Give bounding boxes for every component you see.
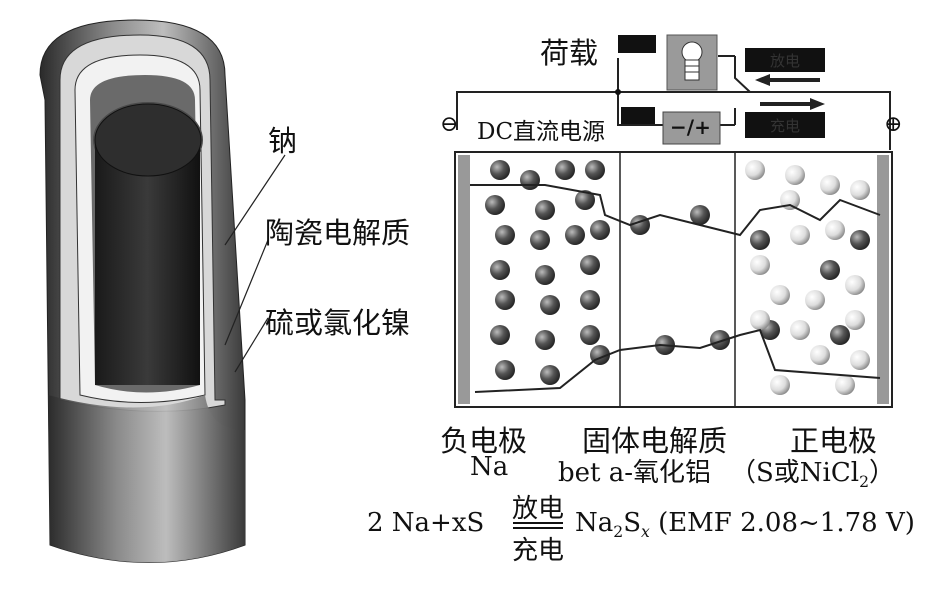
sodium-ion-particle [495, 225, 515, 245]
charge-arrow-icon [760, 98, 825, 110]
positive-material-end: ） [869, 458, 896, 488]
sodium-ion-particle [535, 330, 555, 350]
sodium-ion-particle [710, 330, 730, 350]
discharge-box-label: 放电 [770, 52, 801, 70]
cathode-particle [785, 165, 805, 185]
cathode-particle [770, 375, 790, 395]
section-material-negative: Na [470, 452, 509, 482]
sodium-ion-particle [540, 295, 560, 315]
eq-s: S [623, 508, 641, 538]
section-title-negative: 负电极 [440, 424, 528, 458]
discharge-box [745, 48, 825, 72]
cathode-particle [845, 310, 865, 330]
sodium-ion-particle [520, 170, 540, 190]
cathode-particle [810, 345, 830, 365]
sodium-ion-particle [535, 265, 555, 285]
sodium-ion-particle [490, 325, 510, 345]
sodium-ion-particle [535, 200, 555, 220]
sodium-ion-particle [830, 325, 850, 345]
plus-terminal-icon: ⊕ [884, 112, 903, 137]
label-ceramic-electrolyte: 陶瓷电解质 [265, 216, 411, 250]
section-title-positive: 正电极 [790, 424, 878, 458]
charge-box [745, 112, 825, 138]
cathode-particle [745, 160, 765, 180]
sodium-ion-particle [580, 325, 600, 345]
cathode-particle [750, 255, 770, 275]
sodium-ion-particle [565, 225, 585, 245]
eq-emf: (EMF 2.08~1.78 V) [658, 508, 915, 538]
sodium-ion-particle [580, 255, 600, 275]
sodium-ion-particle [490, 260, 510, 280]
equation-left: 2 Na+xS [367, 508, 485, 538]
label-sulfur-or-nickel-chloride: 硫或氯化镍 [265, 306, 411, 340]
cathode-particle [750, 310, 770, 330]
ion-particles [485, 160, 870, 395]
sodium-ion-particle [750, 230, 770, 250]
source-terminal [621, 107, 655, 124]
positive-material-text: （S或NiCl [730, 458, 860, 488]
battery-cylinder [39, 19, 246, 563]
sodium-ion-particle [555, 160, 575, 180]
sodium-ion-particle [575, 190, 595, 210]
charge-switch-box [662, 111, 721, 145]
label-sodium: 钠 [268, 124, 298, 158]
equation-equilibrium-sign [513, 522, 563, 529]
sodium-ion-particle [850, 230, 870, 250]
sodium-ion-particle [485, 195, 505, 215]
cathode-particle [805, 290, 825, 310]
cathode-particle [835, 375, 855, 395]
sodium-ion-particle [530, 230, 550, 250]
eq-sub-2: 2 [613, 523, 624, 542]
sodium-ion-particle [690, 205, 710, 225]
section-title-electrolyte: 固体电解质 [582, 424, 728, 458]
sodium-ion-particle [540, 365, 560, 385]
switch-symbol: −/+ [670, 115, 711, 139]
eq-na: Na [575, 508, 614, 538]
ion-paths [470, 184, 881, 393]
cathode-particle [770, 285, 790, 305]
equation-under: 充电 [512, 536, 565, 566]
sodium-ion-particle [495, 290, 515, 310]
sodium-ion-particle [590, 220, 610, 240]
circuit [456, 55, 891, 150]
eq-sub-x: x [641, 523, 650, 542]
sodium-ion-particle [585, 160, 605, 180]
label-load: 荷载 [540, 36, 599, 70]
pointer-lines [224, 154, 286, 373]
section-material-positive: （S或NiCl2） [730, 452, 895, 491]
sodium-ion-particle [580, 290, 600, 310]
cathode-particle [825, 220, 845, 240]
minus-terminal-icon: ⊖ [440, 112, 459, 137]
sodium-ion-particle [495, 360, 515, 380]
cathode-particle [850, 180, 870, 200]
label-dc-source: DC直流电源 [477, 119, 606, 145]
load-terminal [618, 35, 656, 53]
cathode-particle [850, 350, 870, 370]
section-material-electrolyte: bet a-氧化铝 [558, 458, 712, 488]
positive-material-sub: 2 [859, 473, 870, 492]
equation-over: 放电 [512, 494, 565, 524]
cathode-particle [845, 275, 865, 295]
sodium-ion-particle [490, 160, 510, 180]
discharge-arrow-icon [755, 74, 820, 86]
light-bulb-icon [681, 41, 703, 81]
equation-right: Na2Sx (EMF 2.08~1.78 V) [575, 508, 915, 541]
cathode-particle [790, 320, 810, 340]
charge-box-label: 充电 [770, 117, 801, 135]
cathode-particle [820, 175, 840, 195]
cathode-particle [790, 225, 810, 245]
sodium-ion-particle [820, 260, 840, 280]
